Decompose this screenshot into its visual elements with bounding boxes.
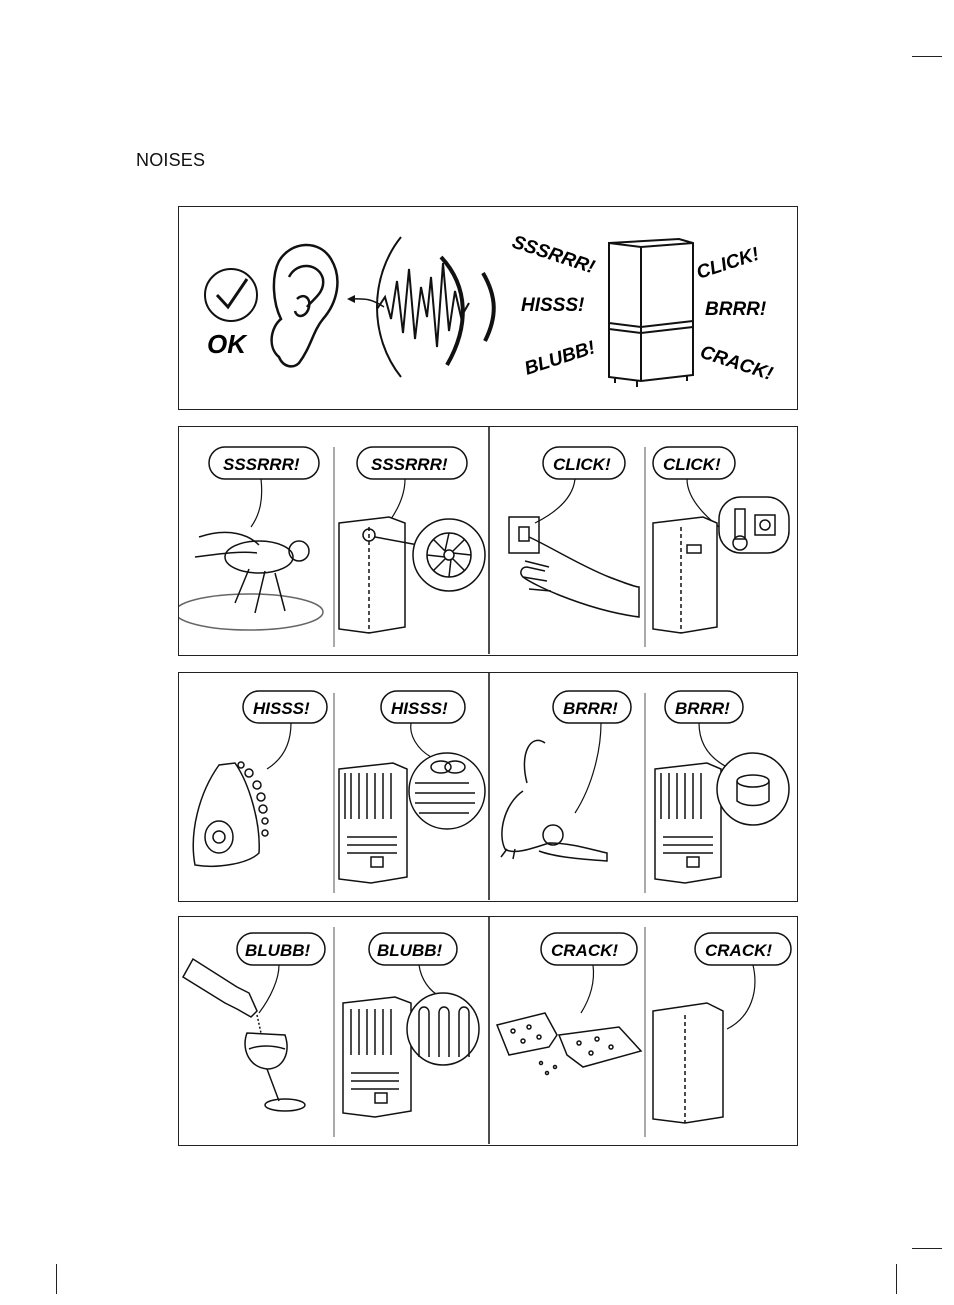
sound-word: CRACK! xyxy=(697,342,775,385)
checkmark-icon xyxy=(205,269,257,321)
noise-panel-row-1: SSSRRR! SSSRRR! xyxy=(178,426,798,656)
sound-word: CLICK! xyxy=(694,244,762,284)
bubble-label: SSSRRR! xyxy=(371,455,448,474)
noise-panel-row-2: HISSS! HISSS! xyxy=(178,672,798,902)
compressor-icon xyxy=(717,753,789,825)
cracker-icon xyxy=(497,1013,641,1075)
fridge-icon xyxy=(609,239,693,387)
bubble-label: CLICK! xyxy=(663,455,721,474)
cat-icon xyxy=(501,740,607,861)
crop-mark xyxy=(56,1264,57,1294)
switch-hand-icon xyxy=(509,517,639,617)
overview-panel: OK SSSRRR! HISSS! BLUBB! CLICK! BRRR! CR… xyxy=(178,206,798,410)
steam-iron-icon xyxy=(193,762,268,866)
speech-bubble: HISSS! xyxy=(381,691,465,757)
noise-panel-row-3: BLUBB! BLUBB! xyxy=(178,916,798,1146)
wine-glass-icon xyxy=(183,959,305,1111)
speech-bubble: BRRR! xyxy=(665,691,743,769)
bubble-label: BLUBB! xyxy=(245,941,310,960)
speech-bubble: BRRR! xyxy=(553,691,631,813)
bubble-label: SSSRRR! xyxy=(223,455,300,474)
speech-bubble: CLICK! xyxy=(535,447,625,523)
sound-word: HISSS! xyxy=(521,295,584,316)
sound-word: BLUBB! xyxy=(522,337,598,379)
bubble-label: BRRR! xyxy=(563,699,618,718)
fridge-icon xyxy=(655,763,721,883)
fan-icon xyxy=(413,519,485,591)
fridge-icon xyxy=(339,763,407,883)
fridge-icon xyxy=(653,1003,723,1123)
fridge-icon xyxy=(343,997,411,1117)
coil-icon xyxy=(409,753,485,829)
fridge-icon xyxy=(653,517,717,633)
thermostat-icon xyxy=(719,497,789,553)
sound-wave-icon xyxy=(377,237,494,377)
crop-mark xyxy=(912,1248,942,1249)
bubble-label: HISSS! xyxy=(253,699,310,718)
ear-icon xyxy=(272,245,338,366)
page-title: NOISES xyxy=(136,150,205,171)
fridge-icon xyxy=(339,517,429,633)
bubble-label: BRRR! xyxy=(675,699,730,718)
speech-bubble: HISSS! xyxy=(243,691,327,769)
fly-icon xyxy=(179,532,323,630)
crop-mark xyxy=(912,56,942,57)
sound-word: SSSRRR! xyxy=(509,232,597,278)
bubble-label: HISSS! xyxy=(391,699,448,718)
sound-word: BRRR! xyxy=(705,299,766,320)
ok-label: OK xyxy=(207,329,248,359)
speech-bubble: CRACK! xyxy=(541,933,637,1013)
bubble-label: CRACK! xyxy=(705,941,772,960)
speech-bubble: SSSRRR! xyxy=(209,447,319,527)
pipe-icon xyxy=(407,993,479,1065)
crop-mark xyxy=(896,1264,897,1294)
speech-bubble: BLUBB! xyxy=(369,933,457,997)
bubble-label: BLUBB! xyxy=(377,941,442,960)
bubble-label: CLICK! xyxy=(553,455,611,474)
bubble-label: CRACK! xyxy=(551,941,618,960)
